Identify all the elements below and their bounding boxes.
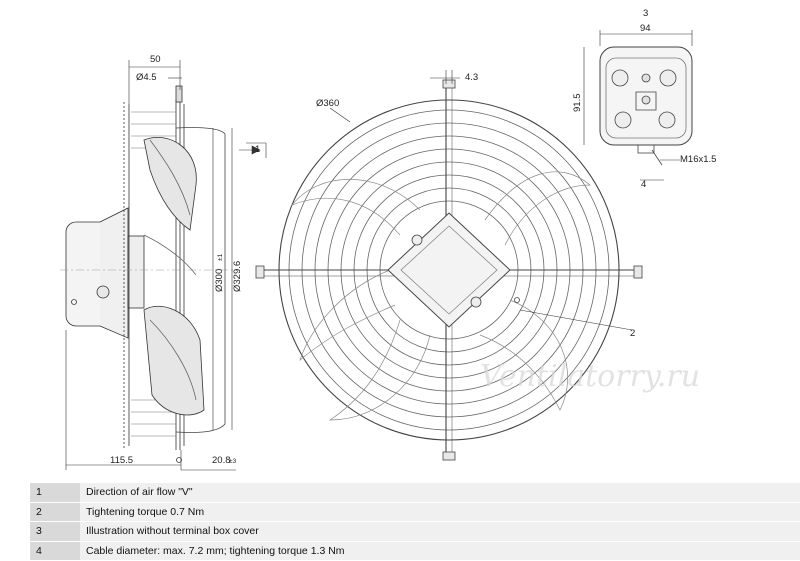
table-row: 2 Tightening torque 0.7 Nm — [30, 502, 800, 522]
front-offset-label: 4.3 — [465, 72, 478, 83]
table-row: 1 Direction of air flow "V" — [30, 483, 800, 503]
callout-2: 2 — [630, 328, 635, 339]
callout-1: 1 — [255, 144, 260, 155]
side-hole-label: Ø4.5 — [136, 72, 157, 83]
tb-thread-label: M16x1.5 — [680, 154, 716, 165]
tb-width-label: 94 — [640, 23, 651, 34]
legend-text: Direction of air flow "V" — [80, 483, 800, 503]
motor-hub — [387, 212, 511, 328]
side-depth-label: 115.5 — [110, 455, 133, 466]
front-view — [255, 79, 643, 461]
callout-3: 3 — [643, 8, 648, 19]
front-diameter-label: Ø360 — [316, 98, 339, 109]
side-dia-a-label: Ø300 — [214, 269, 225, 292]
cable-gland — [96, 285, 110, 299]
technical-drawing: 50 Ø4.5 115.5 20.8 ±3 Ø300 ±1 Ø329.6 1 — [60, 8, 716, 471]
legend-table: 1 Direction of air flow "V" 2 Tightening… — [30, 483, 800, 561]
side-dia-b-label: Ø329.6 — [232, 261, 243, 292]
side-width-label: 50 — [150, 54, 161, 65]
legend-number: 1 — [30, 483, 80, 503]
legend-number: 4 — [30, 541, 80, 561]
side-view — [60, 85, 240, 463]
legend-number: 3 — [30, 521, 80, 542]
legend-number: 2 — [30, 502, 80, 522]
terminal-box — [599, 46, 693, 166]
tb-height-label: 91.5 — [572, 94, 583, 113]
callout-4: 4 — [641, 179, 646, 190]
terminal-box-dimensions: 3 94 91.5 M16x1.5 4 — [572, 8, 716, 190]
side-flange-tolerance: ±3 — [229, 458, 237, 465]
legend-text: Tightening torque 0.7 Nm — [80, 502, 800, 522]
side-flange-label: 20.8 — [212, 455, 231, 466]
side-dimension-labels: 50 Ø4.5 115.5 20.8 ±3 Ø300 ±1 Ø329.6 1 — [110, 54, 267, 466]
table-row: 4 Cable diameter: max. 7.2 mm; tightenin… — [30, 541, 800, 561]
table-row: 3 Illustration without terminal box cove… — [30, 521, 800, 542]
front-dimension-labels: Ø360 4.3 2 — [316, 70, 635, 339]
legend-text: Cable diameter: max. 7.2 mm; tightening … — [80, 541, 800, 561]
side-dia-a-tolerance: ±1 — [217, 253, 224, 261]
side-dimension-lines — [65, 60, 261, 471]
legend-text: Illustration without terminal box cover — [80, 521, 800, 542]
watermark: Ventilatorry.ru — [480, 359, 700, 394]
